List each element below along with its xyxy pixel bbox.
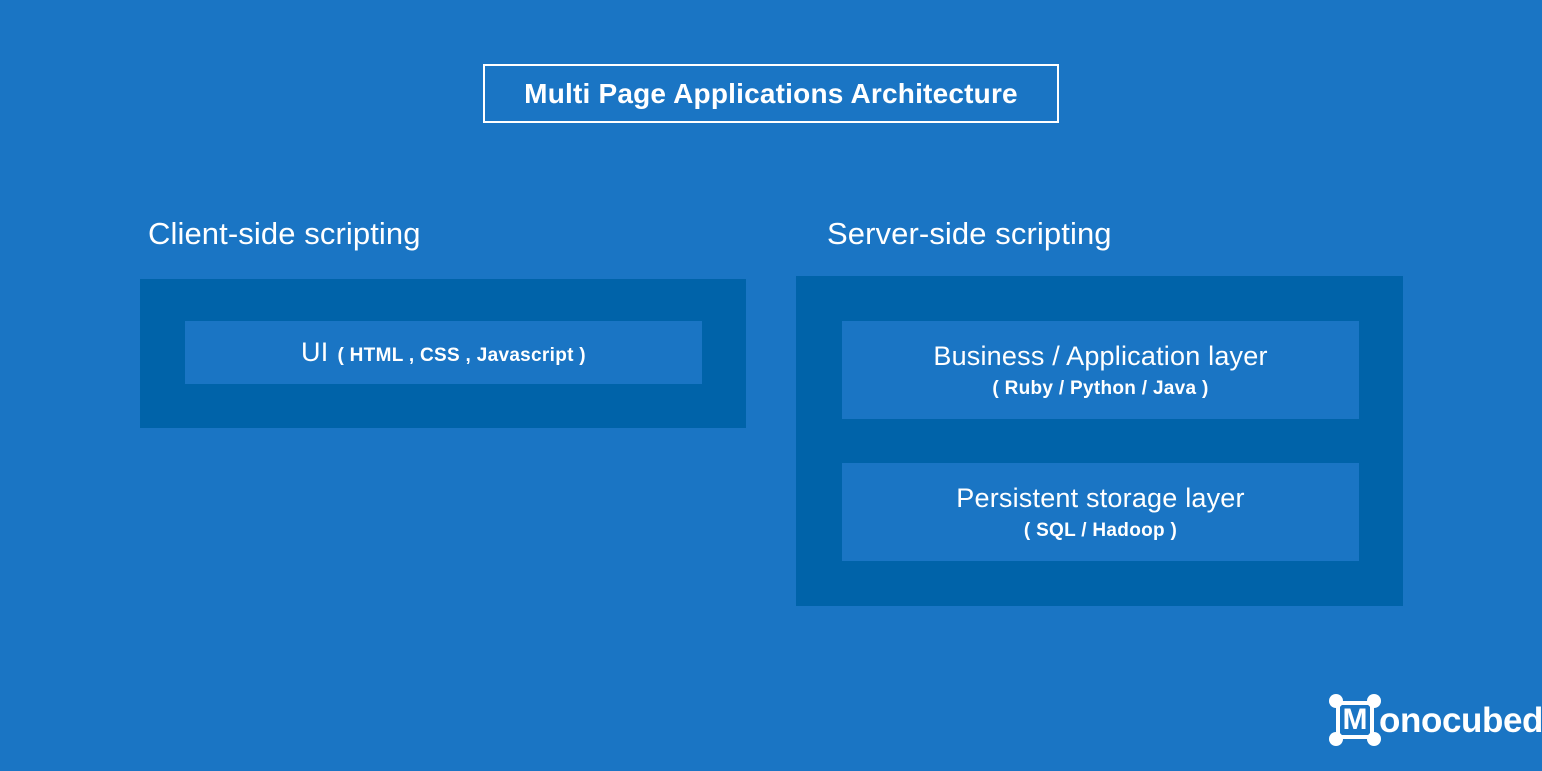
persistent-storage-layer-box: Persistent storage layer ( SQL / Hadoop … — [842, 463, 1359, 561]
logo-letter-m: M — [1342, 703, 1368, 736]
logo-wordmark: onocubed — [1379, 700, 1542, 740]
logo-corner-dot-bottom-left — [1329, 732, 1343, 746]
server-side-heading: Server-side scripting — [827, 216, 1112, 251]
logo-corner-dot-top-left — [1329, 694, 1343, 708]
business-application-layer-title: Business / Application layer — [933, 340, 1268, 371]
diagram-title: Multi Page Applications Architecture — [524, 77, 1018, 109]
client-side-heading: Client-side scripting — [148, 216, 421, 251]
monocubed-logo-mark-icon: M — [1329, 694, 1381, 746]
persistent-storage-layer-technologies: ( SQL / Hadoop ) — [1023, 519, 1178, 541]
logo-square-frame — [1336, 701, 1374, 739]
logo-corner-dot-bottom-right — [1367, 732, 1381, 746]
persistent-storage-layer-title: Persistent storage layer — [956, 482, 1245, 513]
ui-layer-line: UI ( HTML , CSS , Javascript ) — [301, 337, 586, 368]
diagram-title-box: Multi Page Applications Architecture — [483, 64, 1059, 123]
ui-layer-title: UI — [301, 337, 329, 367]
business-application-layer-box: Business / Application layer ( Ruby / Py… — [842, 321, 1359, 419]
business-application-layer-technologies: ( Ruby / Python / Java ) — [992, 377, 1209, 399]
logo-corner-dot-top-right — [1367, 694, 1381, 708]
ui-layer-box: UI ( HTML , CSS , Javascript ) — [185, 321, 702, 384]
ui-layer-technologies: ( HTML , CSS , Javascript ) — [337, 345, 586, 366]
monocubed-logo: M onocubed — [1329, 694, 1542, 746]
